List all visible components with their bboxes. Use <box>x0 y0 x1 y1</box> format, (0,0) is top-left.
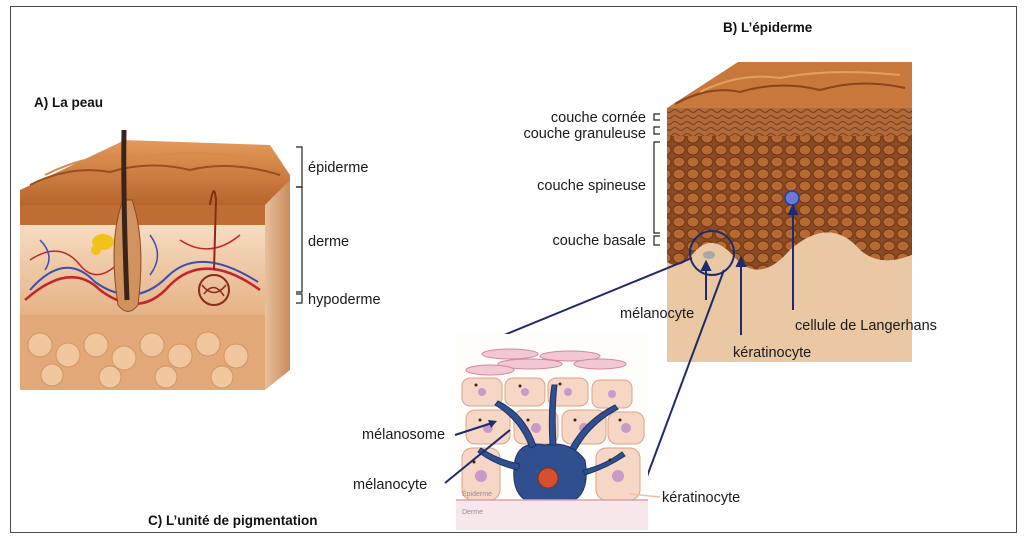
label-melanocyte-c: mélanocyte <box>353 477 427 493</box>
tiny-label-epiderme: Épiderme <box>462 489 492 498</box>
label-keratinocyte-c: kératinocyte <box>662 490 740 506</box>
label-langerhans: cellule de Langerhans <box>795 318 937 334</box>
skin-block-illustration <box>20 130 290 390</box>
label-melanosome: mélanosome <box>362 427 445 443</box>
label-derme: derme <box>308 234 349 250</box>
label-couche-basale: couche basale <box>552 233 646 249</box>
pigmentation-unit-illustration: Épiderme Derme <box>456 334 648 530</box>
label-couche-spineuse: couche spineuse <box>537 178 646 194</box>
label-keratinocyte-b: kératinocyte <box>733 345 811 361</box>
label-epiderme: épiderme <box>308 160 368 176</box>
label-melanocyte-b: mélanocyte <box>620 306 694 322</box>
label-couche-granuleuse: couche granuleuse <box>523 126 646 142</box>
tiny-label-derme: Derme <box>462 509 483 516</box>
label-couche-cornee: couche cornée <box>551 110 646 126</box>
label-hypoderme: hypoderme <box>308 292 381 308</box>
panel-b-title: B) L’épiderme <box>723 20 813 35</box>
panel-a-brackets <box>296 147 302 303</box>
panel-a-title: A) La peau <box>34 95 103 110</box>
panel-c-title: C) L’unité de pigmentation <box>148 513 318 528</box>
panel-b-brackets <box>654 114 660 245</box>
